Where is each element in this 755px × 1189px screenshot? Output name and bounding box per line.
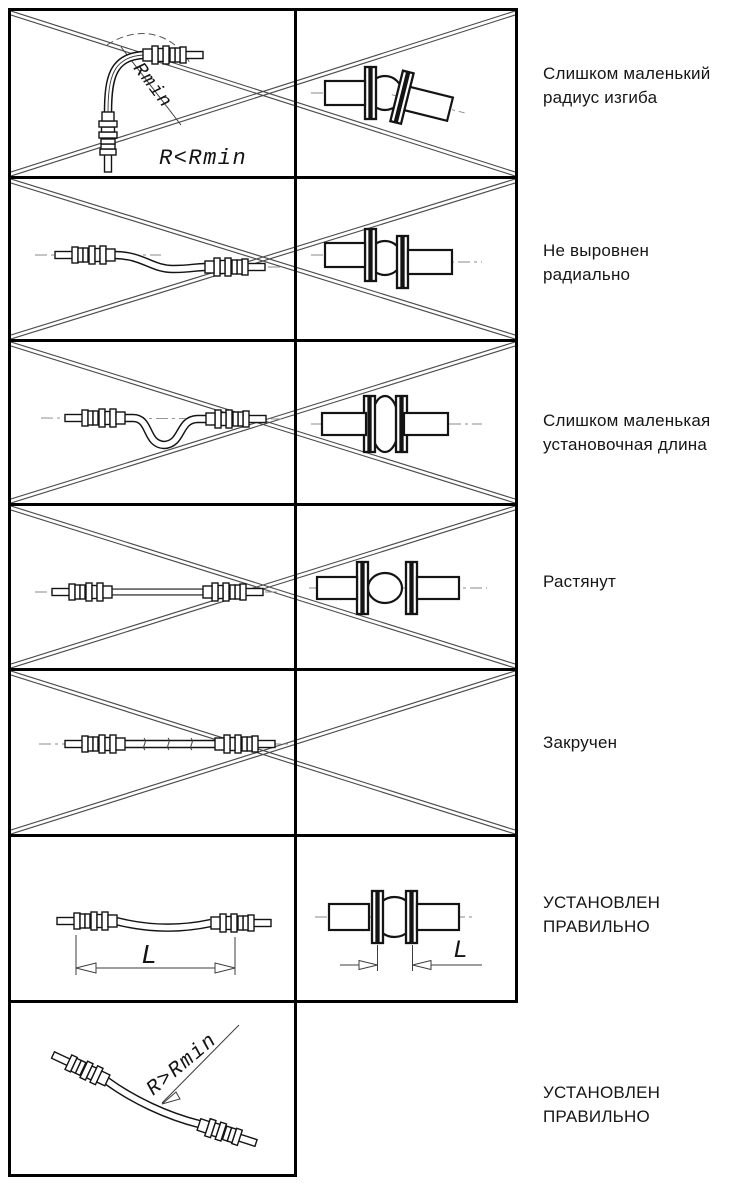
row-label: Не выровнен радиально [543, 241, 650, 284]
table-border-left [8, 8, 11, 1177]
hose-fitting-left [64, 734, 126, 754]
twist-mark [167, 737, 170, 751]
twist-mark [190, 737, 193, 751]
left-pipe [323, 241, 367, 269]
hose-fitting-right [210, 913, 272, 933]
dimension-arrow-left [75, 962, 97, 974]
left-flange [370, 227, 378, 283]
row-label: УСТАНОВЛЕН ПРАВИЛЬНО [543, 893, 661, 936]
hose-fitting-left [64, 408, 126, 428]
left-pipe [315, 575, 359, 601]
left-flange [370, 65, 378, 121]
right-pipe [403, 85, 455, 123]
condition-annotation: R>Rmin [143, 1029, 223, 1101]
row-separator [8, 1000, 518, 1003]
right-pipe [406, 248, 454, 276]
right-pipe [415, 575, 461, 601]
left-flange [369, 394, 377, 454]
hose-fitting-right [195, 1115, 260, 1153]
twist-mark [143, 737, 146, 751]
length-annotation: L [453, 936, 470, 965]
left-pipe [323, 79, 367, 107]
hose-fitting-left [48, 1046, 112, 1090]
hose-tube [113, 252, 207, 272]
hose-tube [115, 918, 212, 931]
right-pipe [415, 902, 461, 932]
hose-fitting-left [51, 582, 113, 602]
rejection-cross [11, 671, 515, 834]
hose-tube [124, 415, 206, 448]
row-label: Закручен [543, 733, 618, 752]
hose-fitting-right [205, 409, 267, 429]
table-border-right [515, 8, 518, 1003]
left-pipe [327, 902, 371, 932]
joint-bent-drawing [311, 65, 465, 126]
row-label: Растянут [543, 572, 616, 591]
row-label: УСТАНОВЛЕН ПРАВИЛЬНО [543, 1083, 661, 1126]
hose-fitting-right [204, 257, 266, 277]
radius-annotation: Rmin [128, 58, 177, 112]
length-annotation: L [141, 942, 159, 972]
joint-stretched-drawing [309, 560, 487, 616]
hose-twisted-drawing [39, 734, 289, 754]
bellows-flattened [366, 571, 404, 605]
row-label: Слишком маленькая установочная длина [543, 411, 711, 454]
hose-fitting-right [142, 45, 204, 65]
row-separator [8, 503, 518, 506]
table-border-top [8, 8, 518, 11]
dimension-arrow-right [214, 962, 236, 974]
hose-offset-drawing [35, 245, 283, 277]
dimension-arrow-left [358, 959, 378, 971]
hose-fitting-right [202, 582, 264, 602]
hose-bent-too-sharp-drawing: Rmin R<Rmin [98, 33, 247, 173]
row-separator [8, 339, 518, 342]
rejection-cross [11, 11, 515, 176]
condition-annotation: R<Rmin [159, 146, 247, 171]
hose-correct-drawing: L [56, 911, 272, 975]
hose-sagging-drawing [40, 408, 282, 450]
hose-fitting-bottom [98, 111, 118, 173]
hose-fitting-right [214, 734, 276, 754]
row-separator [8, 176, 518, 179]
left-pipe [320, 411, 368, 437]
tilted-joint-side [388, 69, 465, 126]
table-border-bottom [8, 1174, 297, 1177]
joint-radial-offset-drawing [311, 227, 482, 290]
hose-fitting-left [54, 245, 116, 265]
right-pipe [402, 411, 450, 437]
row-separator [8, 668, 518, 671]
hose-correct-curved-drawing: R>Rmin [48, 1024, 260, 1153]
joint-correct-drawing: L [315, 889, 482, 971]
dimension-arrow-right [412, 959, 432, 971]
row-label: Слишком маленький радиус изгиба [543, 64, 711, 107]
hose-tube [105, 1078, 200, 1127]
hose-fitting-left [56, 911, 118, 931]
row-separator [8, 834, 518, 837]
rejection-cross [11, 179, 515, 339]
bend-radius-arc [106, 33, 191, 64]
leader-arrow [161, 1091, 181, 1105]
column-divider [294, 8, 297, 1177]
left-flange [377, 889, 385, 945]
left-flange [362, 560, 370, 616]
hose-stretched-drawing [35, 582, 279, 602]
radius-leader-line [161, 1024, 240, 1104]
hose-tube [107, 54, 144, 114]
joint-compressed-drawing [311, 394, 482, 454]
